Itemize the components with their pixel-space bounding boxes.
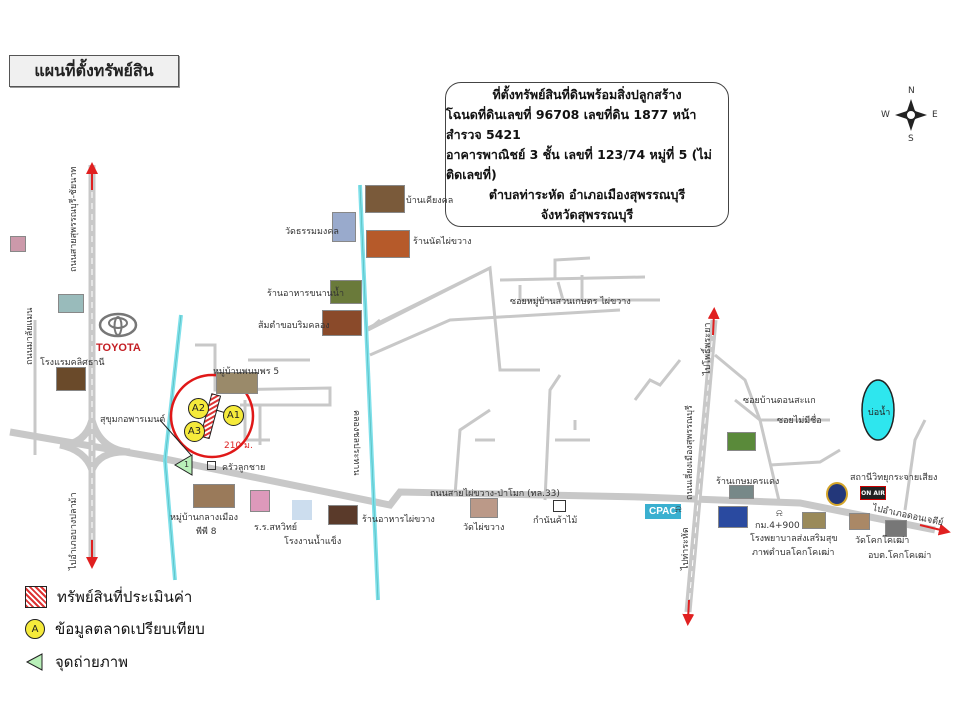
shop-photo bbox=[729, 485, 754, 499]
office-photo bbox=[885, 520, 907, 537]
place-label: บ้านเคียงคล bbox=[406, 196, 454, 206]
photo-point-icon bbox=[25, 653, 43, 671]
place-label: ซอยหมู่บ้านสวนเกษตร ไผ่ขวาง bbox=[510, 297, 631, 307]
place-label: กำนันค้าไม้ bbox=[533, 516, 578, 526]
hospital-photo bbox=[802, 512, 826, 529]
place-label: อบต.โคกโคเฒ่า bbox=[868, 551, 932, 561]
place-label: ร้านอาหารไผ่ขวาง bbox=[362, 515, 435, 525]
place-label: ครัวลูกชาย bbox=[222, 463, 266, 473]
road-label: ถนนสายไผ่ขวาง-ป่าโมก (ทล.33) bbox=[430, 489, 560, 499]
temple-photo bbox=[849, 513, 870, 530]
comparable-marker-a1: A1 bbox=[223, 405, 244, 426]
legend-item-photo: จุดถ่ายภาพ bbox=[25, 650, 128, 674]
shop-icon bbox=[207, 461, 216, 470]
canal-label: คลองชลประทาน bbox=[351, 410, 361, 476]
landmark-photo bbox=[10, 236, 26, 252]
on-air-sign: ON AIR bbox=[860, 486, 886, 500]
place-label: ซอยบ้านดอนสะแก bbox=[743, 396, 816, 406]
place-label: วัดธรรมมงคล bbox=[285, 227, 339, 237]
compass-w: W bbox=[881, 110, 890, 120]
legend-item-comparable: A ข้อมูลตลาดเปรียบเทียบ bbox=[25, 617, 205, 641]
place-label: ภาพตำบลโคกโคเฒ่า bbox=[752, 548, 835, 558]
ice-factory-photo bbox=[292, 500, 312, 520]
road-arrows bbox=[86, 162, 951, 626]
subject-radius-circle bbox=[169, 373, 255, 459]
hotel-photo bbox=[56, 367, 86, 391]
toyota-logo: TOYOTA bbox=[96, 312, 141, 354]
place-label: วัดโคกโคเฒ่า bbox=[855, 536, 910, 546]
road-label: ไปท่าระหัด bbox=[681, 527, 691, 570]
village-photo bbox=[193, 484, 235, 508]
road-label: ถนนมาลัยแมน bbox=[25, 307, 35, 365]
legend-label: ข้อมูลตลาดเปรียบเทียบ bbox=[55, 620, 205, 638]
legend-item-subject: ทรัพย์สินที่ประเมินค่า bbox=[25, 585, 192, 609]
place-label: ร้านนัดไผ่ขวาง bbox=[413, 237, 472, 247]
info-line: อาคารพาณิชย์ 3 ชั้น เลขที่ 123/74 หมู่ที… bbox=[446, 146, 712, 182]
info-line: จังหวัดสุพรรณบุรี bbox=[540, 206, 634, 222]
compass-e: E bbox=[932, 110, 938, 120]
bus-stop-icon: ⍾ bbox=[776, 508, 783, 519]
landmark-photo bbox=[718, 506, 748, 528]
info-line: โฉนดที่ดินเลขที่ 96708 เลขที่ดิน 1877 หน… bbox=[446, 106, 697, 142]
pond bbox=[861, 379, 895, 441]
place-label: ส้มตำขอบริมคลอง bbox=[258, 321, 330, 331]
place-label: หมู่บ้านกลางเมือง bbox=[170, 513, 239, 523]
landmark-photo bbox=[365, 185, 405, 213]
cpac-logo: CPAC bbox=[645, 504, 681, 519]
landmark-photo bbox=[58, 294, 84, 313]
info-line: ที่ตั้งทรัพย์สินที่ดินพร้อมสิ่งปลูกสร้าง bbox=[492, 86, 682, 102]
compass-s: S bbox=[908, 134, 914, 144]
place-label: สถานีวิทยุกระจายเสียง bbox=[850, 473, 938, 483]
landmark-photo bbox=[727, 432, 756, 451]
place-label: หมู่บ้านพนมพร 5 bbox=[213, 367, 280, 377]
comparable-marker-icon: A bbox=[25, 619, 45, 639]
place-label: ร้านเกษมครแดง bbox=[716, 477, 780, 487]
place-label: พีพี 8 bbox=[196, 527, 217, 537]
road-label: ไปโพธิ์พระยา bbox=[703, 322, 713, 375]
place-label: ร.ร.สหวิทย์ bbox=[254, 523, 298, 533]
restaurant-photo bbox=[322, 310, 362, 336]
temple-photo bbox=[470, 498, 498, 518]
legend-label: จุดถ่ายภาพ bbox=[55, 653, 129, 671]
shop-icon bbox=[553, 500, 566, 512]
toyota-emblem-icon bbox=[99, 312, 138, 338]
bus-stop-icon: ⍾ bbox=[675, 504, 682, 515]
temple-photo bbox=[332, 212, 356, 242]
place-label: ร้านอาหารขนานน้ำ bbox=[267, 289, 345, 299]
place-label: สุขุมกอพารเมนต์ bbox=[100, 415, 166, 425]
road-label: ถนนสายสุพรรณบุรี-ชัยนาท bbox=[69, 166, 79, 272]
side-roads bbox=[33, 256, 927, 511]
restaurant-photo bbox=[366, 230, 410, 258]
place-label: กม.4+900 bbox=[755, 521, 800, 531]
place-label: โรงพยาบาลส่งเสริมสุข bbox=[750, 534, 838, 544]
place-label: โรงงานน้ำแข็ง bbox=[284, 537, 342, 547]
village-photo bbox=[216, 372, 258, 394]
comparable-marker-a3: A3 bbox=[184, 421, 205, 442]
radio-station-emblem bbox=[826, 482, 848, 506]
place-label: โรงแรมคลิศธานี bbox=[40, 358, 105, 368]
place-label: วัดไผ่ขวาง bbox=[463, 523, 505, 533]
property-info-box: ที่ตั้งทรัพย์สินที่ดินพร้อมสิ่งปลูกสร้าง… bbox=[445, 82, 729, 227]
place-label: ซอยไม่มีชื่อ bbox=[777, 416, 822, 426]
photo-point-marker bbox=[174, 454, 193, 476]
compass bbox=[895, 99, 927, 131]
compass-n: N bbox=[908, 86, 915, 96]
info-line: ตำบลท่าระหัด อำเภอเมืองสุพรรณบุรี bbox=[488, 186, 686, 202]
distance-label: 210 ม. bbox=[224, 441, 253, 451]
school-photo bbox=[250, 490, 270, 512]
road-label: ไปอำเภอบางปลาม้า bbox=[69, 492, 79, 570]
restaurant-photo bbox=[328, 505, 358, 525]
legend-label: ทรัพย์สินที่ประเมินค่า bbox=[57, 588, 193, 606]
photo-point-number: 1 bbox=[184, 460, 190, 469]
toyota-text: TOYOTA bbox=[96, 342, 141, 354]
pond-label: บ่อน้ำ bbox=[868, 408, 891, 418]
restaurant-photo bbox=[330, 280, 362, 304]
road-label: ถนนเลี่ยงเมืองสุพรรณบุรี bbox=[685, 405, 695, 500]
map-title: แผนที่ตั้งทรัพย์สิน bbox=[9, 55, 179, 87]
comparable-marker-a2: A2 bbox=[188, 398, 209, 419]
hatched-square-icon bbox=[25, 586, 47, 608]
